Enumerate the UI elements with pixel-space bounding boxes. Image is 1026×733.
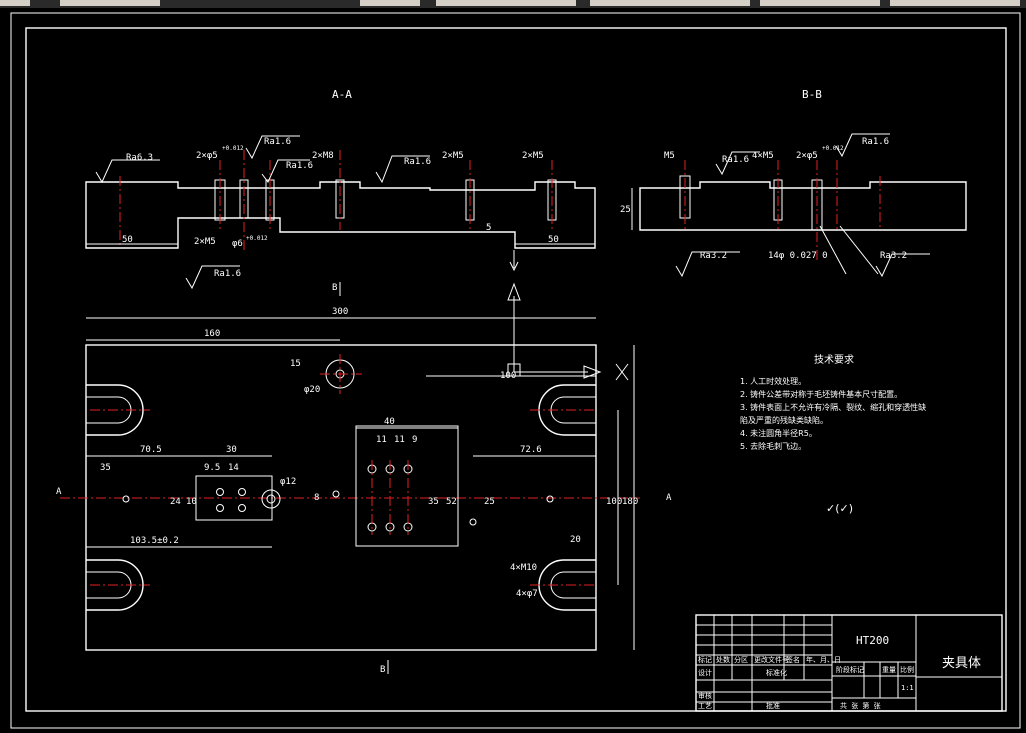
- aa-phi6: φ6: [232, 239, 243, 249]
- aa-m5-b: 2×M5: [522, 151, 544, 161]
- aa-ra63: Ra6.3: [126, 153, 153, 163]
- bb-ra16-a: Ra1.6: [722, 155, 749, 165]
- tech-line-4: 陷及严重的残缺类缺陷。: [740, 415, 828, 425]
- tech-line-1: 1. 人工时效处理。: [740, 376, 806, 386]
- plan-d40: 40: [384, 417, 395, 427]
- aa-phi6-sup: +0.012: [246, 235, 268, 242]
- tech-line-3: 3. 铸件表面上不允许有冷隔、裂纹、缩孔和穿透性缺: [740, 402, 926, 412]
- plan-d15: 15: [290, 359, 301, 369]
- tb-label-2: 分区: [734, 655, 748, 664]
- plan-d9: 9: [412, 435, 417, 445]
- aa-dim-50-right: 50: [548, 235, 559, 245]
- aa-tol-hole: 2×φ5: [196, 151, 218, 161]
- tech-requirements: 技术要求 1. 人工时效处理。 2. 铸件公差带对称于毛坯铸件基本尺寸配置。 3…: [740, 353, 926, 515]
- bb-m5: M5: [664, 151, 675, 161]
- bb-d25: 25: [620, 205, 631, 215]
- bb-tol: 2×φ5: [796, 151, 818, 161]
- aa-ra16-b: Ra1.6: [286, 161, 313, 171]
- tb-std: 标准化: [766, 668, 787, 677]
- cad-drawing[interactable]: A-A 50 50 5 Ra6.3 Ra1.6 Ra1.6 Ra1.6: [0, 8, 1026, 733]
- plan-d10: 10: [186, 497, 197, 507]
- tb-approve: 批准: [766, 701, 780, 710]
- toolbar-strip: [0, 0, 1026, 8]
- tb-material: HT200: [856, 634, 889, 647]
- tb-label-3: 更改文件号: [754, 655, 789, 664]
- aa-m8: 2×M8: [312, 151, 334, 161]
- tech-line-5: 4. 未注圆角半径R5。: [740, 428, 817, 438]
- bb-ra16-b: Ra1.6: [862, 137, 889, 147]
- bb-tol-sup: +0.012: [822, 145, 844, 152]
- plan-d9-5: 9.5: [204, 463, 220, 473]
- plan-d11a: 11: [376, 435, 387, 445]
- tb-review: 审核: [698, 691, 712, 700]
- section-aa-view: 50 50 5 Ra6.3 Ra1.6 Ra1.6 Ra1.6 Ra1.6 2×…: [85, 135, 596, 290]
- tb-label-5: 年、月、日: [806, 655, 841, 664]
- drawing-frame: [25, 27, 1007, 712]
- sheet-border: [10, 12, 1021, 729]
- plan-view: 300 160 100 15 φ20 40 11 11 9 70.5 30 9.…: [56, 282, 672, 675]
- plan-d20: φ20: [304, 385, 320, 395]
- plan-d8: 8: [314, 493, 319, 503]
- ucs-icon: [507, 282, 629, 381]
- aa-m5-a: 2×M5: [442, 151, 464, 161]
- plan-d160: 160: [204, 329, 220, 339]
- tb-label-0: 标记: [698, 655, 712, 664]
- tb-process: 工艺: [698, 702, 712, 710]
- plan-d180: 180: [622, 497, 638, 507]
- plan-d52: 52: [446, 497, 457, 507]
- plan-d20b: 20: [570, 535, 581, 545]
- roughness-note: ✓(✓): [826, 502, 853, 515]
- tb-stage-2: 比例: [900, 665, 914, 674]
- aa-dim-5: 5: [486, 223, 491, 233]
- plan-d35b: 35: [428, 497, 439, 507]
- aa-ra16-a: Ra1.6: [264, 137, 291, 147]
- bb-ra32-a: Ra3.2: [700, 251, 727, 261]
- tech-line-6: 5. 去除毛刺飞边。: [740, 441, 806, 451]
- title-block: HT200 夹具体 标记 处数 分区 更改文件号 签名 年、月、日 设计 标准化…: [695, 614, 1003, 712]
- aa-tol-sup: +0.012: [222, 145, 244, 152]
- aa-ra16-d: Ra1.6: [214, 269, 241, 279]
- plan-d25: 25: [484, 497, 495, 507]
- marker-a-right: A: [666, 493, 672, 503]
- plan-d70-5: 70.5: [140, 445, 162, 455]
- tb-label-4: 签名: [786, 655, 800, 664]
- aa-dim-50-left: 50: [122, 235, 133, 245]
- plan-phi12: φ12: [280, 477, 296, 487]
- tech-line-2: 2. 铸件公差带对称于毛坯铸件基本尺寸配置。: [740, 389, 902, 399]
- plan-d24: 24: [170, 497, 181, 507]
- tb-stage-1: 重量: [882, 666, 896, 674]
- section-bb-view: M5 4×M5 2×φ5 +0.012 Ra1.6 Ra1.6 Ra3.2 Ra…: [620, 133, 967, 278]
- tb-scale: 1:1: [901, 684, 914, 692]
- tb-part-name: 夹具体: [942, 656, 981, 671]
- aa-ra16-c: Ra1.6: [404, 157, 431, 167]
- bb-m4: 4×M5: [752, 151, 774, 161]
- section-aa-title: A-A: [332, 88, 352, 101]
- tb-sheet: 共 张 第 张: [840, 701, 881, 710]
- plan-d103: 103.5±0.2: [130, 536, 179, 546]
- plan-d72-6: 72.6: [520, 445, 542, 455]
- marker-b-top: B: [332, 283, 337, 293]
- tech-heading: 技术要求: [814, 353, 854, 366]
- plan-d14: 14: [228, 463, 239, 473]
- tb-design: 设计: [698, 668, 712, 677]
- aa-m5-c: 2×M5: [194, 237, 216, 247]
- plan-d35: 35: [100, 463, 111, 473]
- plan-d100v: 100: [606, 497, 622, 507]
- plan-d4m10b: 4×φ7: [516, 589, 538, 599]
- plan-d4m10: 4×M10: [510, 563, 537, 573]
- tb-stage-0: 阶段标记: [836, 665, 864, 674]
- section-bb-title: B-B: [802, 88, 822, 101]
- plan-d30: 30: [226, 445, 237, 455]
- plan-d300: 300: [332, 307, 348, 317]
- bb-tol-bb: 14φ 0.027 0: [768, 251, 828, 261]
- marker-b-bottom: B: [380, 665, 385, 675]
- marker-a-left: A: [56, 487, 62, 497]
- plan-d11b: 11: [394, 435, 405, 445]
- bb-ra32-b: Ra3.2: [880, 251, 907, 261]
- tb-label-1: 处数: [716, 655, 730, 664]
